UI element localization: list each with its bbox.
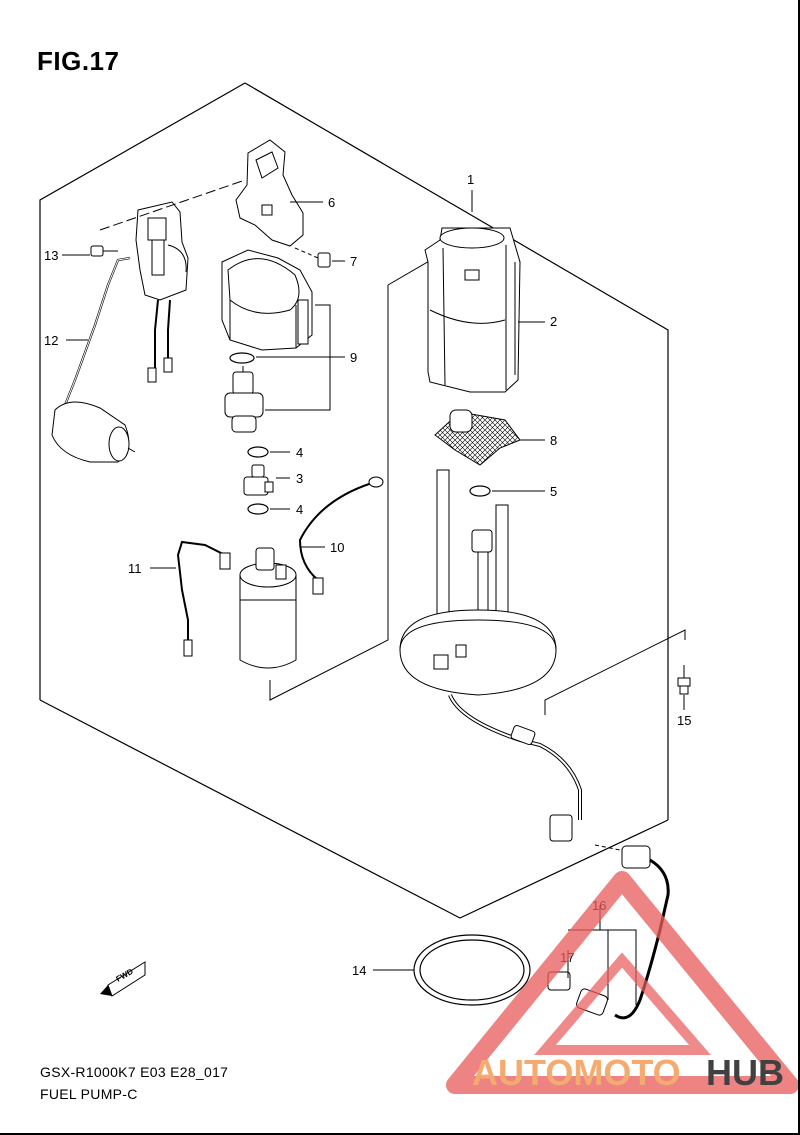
part-11-lead-wire xyxy=(176,540,231,657)
pressure-regulator xyxy=(224,366,264,433)
section-name: FUEL PUMP-C xyxy=(40,1086,138,1102)
part-9-o-ring xyxy=(229,352,255,364)
callout-5: 5 xyxy=(550,484,557,499)
fuel-level-sender xyxy=(135,201,189,383)
forward-direction-badge xyxy=(100,961,146,997)
callout-4b: 4 xyxy=(296,502,303,517)
part-10-lead-wire xyxy=(298,476,384,595)
part-2-pump-case xyxy=(424,227,521,393)
watermark-text-primary: AUTOMOTO xyxy=(472,1052,681,1093)
callout-4a: 4 xyxy=(296,445,303,460)
assembly-frame xyxy=(39,82,669,919)
callout-2: 2 xyxy=(550,314,557,329)
leader-lines xyxy=(62,190,685,978)
callout-14: 14 xyxy=(352,963,366,978)
part-4-o-ring-upper xyxy=(247,446,269,458)
part-14-gasket xyxy=(413,934,531,1006)
callout-15: 15 xyxy=(677,713,691,728)
figure-title: FIG.17 xyxy=(37,46,120,76)
model-code: GSX-R1000K7 E03 E28_017 xyxy=(40,1064,229,1080)
callout-9: 9 xyxy=(350,350,357,365)
callout-10: 10 xyxy=(330,540,344,555)
callout-12: 12 xyxy=(44,333,58,348)
part-12-float-arm xyxy=(51,256,136,463)
callout-1: 1 xyxy=(467,172,474,187)
part-8-filter xyxy=(434,409,521,466)
part-4-o-ring-lower xyxy=(247,503,269,515)
callout-7: 7 xyxy=(350,254,357,269)
callout-11: 11 xyxy=(128,561,142,576)
pump-plate-assembly xyxy=(399,469,582,842)
callout-numbers: 1 2 3 4 4 5 6 7 8 9 10 11 12 13 14 15 16… xyxy=(44,172,691,978)
callout-3: 3 xyxy=(296,471,303,486)
part-15-screw xyxy=(677,665,691,695)
fuel-pump xyxy=(239,547,297,669)
watermark-text-secondary: HUB xyxy=(706,1052,784,1093)
watermark-logo: AUTOMOTO HUB xyxy=(446,871,799,1094)
callout-6: 6 xyxy=(328,195,335,210)
callout-8: 8 xyxy=(550,433,557,448)
part-5-o-ring xyxy=(469,485,491,497)
part-6-bracket xyxy=(235,139,323,247)
part-13-screw xyxy=(90,245,118,257)
part-7-screw xyxy=(294,247,331,268)
callout-13: 13 xyxy=(44,248,58,263)
regulator-housing xyxy=(221,249,313,351)
part-3-fitting xyxy=(243,464,274,496)
